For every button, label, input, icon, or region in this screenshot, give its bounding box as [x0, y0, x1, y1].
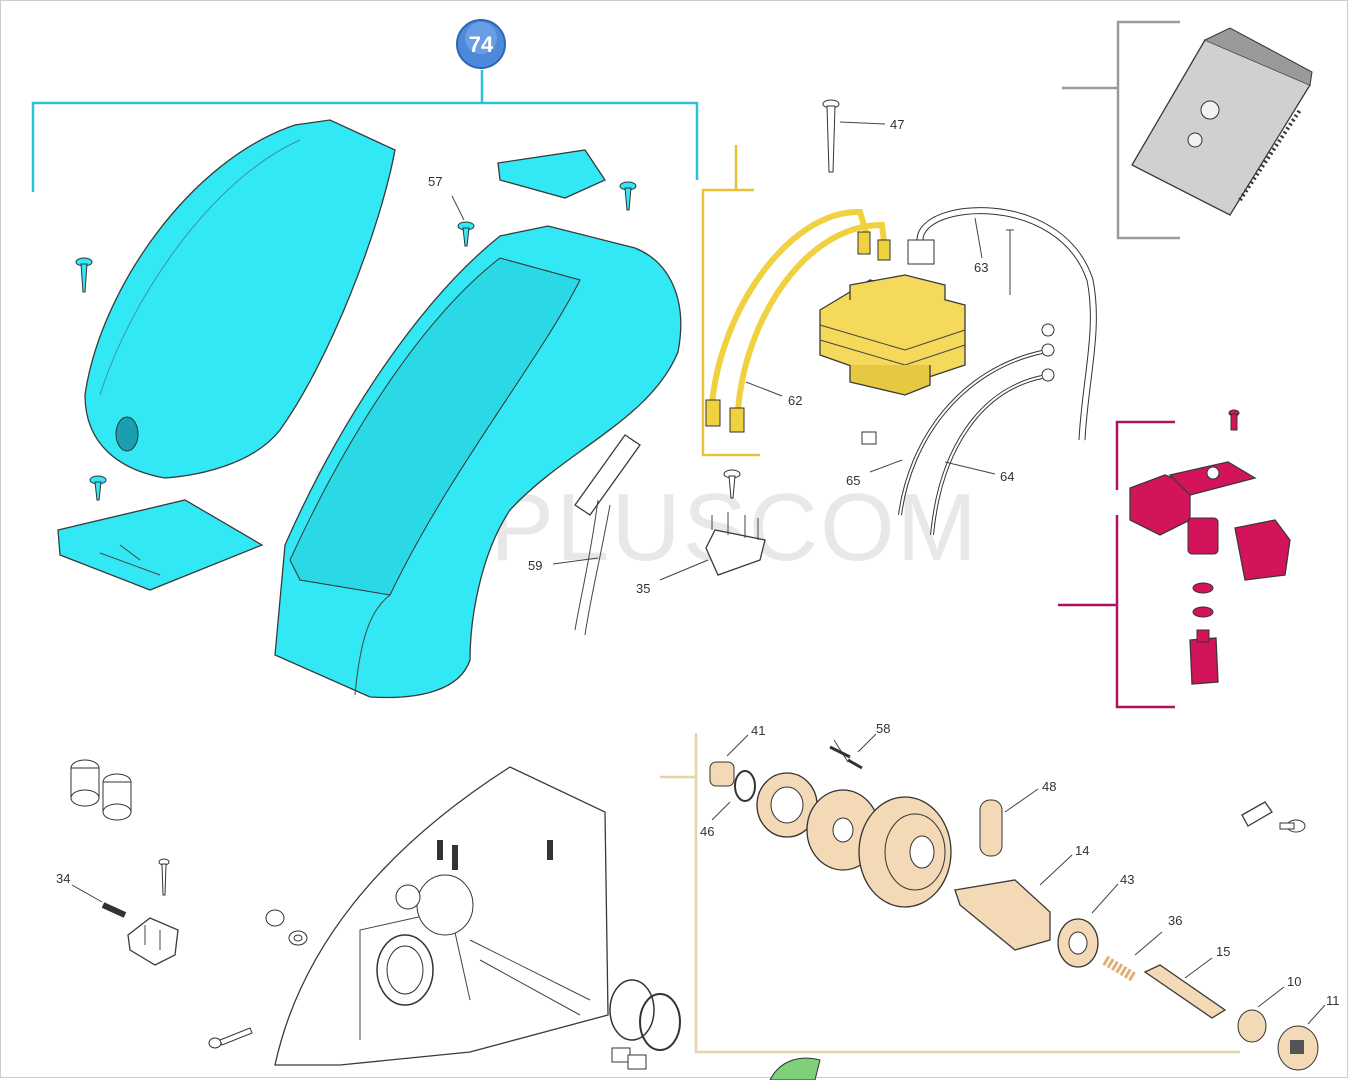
screw-icon: [75, 181, 637, 501]
part-label-62: 62: [788, 393, 802, 408]
screw-icon: [158, 858, 170, 896]
nut-washer-icon: [265, 909, 308, 946]
part-label-58: 58: [876, 721, 890, 736]
bracket-beige: [660, 733, 1240, 1054]
bracket-magenta: [1058, 420, 1175, 709]
part-label-59: 59: [528, 558, 542, 573]
key-part: [979, 799, 1003, 857]
connector-part: [705, 399, 721, 427]
part-label-64: 64: [1000, 469, 1014, 484]
bracket-yellow: [701, 145, 760, 457]
cable-gland-icon: [70, 759, 132, 821]
part-label-63: 63: [974, 260, 988, 275]
fuse-holder-part: [127, 917, 179, 966]
terminal-block-icon: [611, 1047, 647, 1070]
part-label-43: 43: [1120, 872, 1134, 887]
housing-inner: [289, 257, 581, 596]
bushing-part: [709, 761, 735, 787]
spring-part: [1102, 955, 1138, 983]
screw-icon: [208, 1027, 253, 1049]
retaining-ring-part: [734, 770, 756, 802]
tab-plate-part: [497, 149, 606, 199]
part-label-10: 10: [1287, 974, 1301, 989]
ground-wires-part: 65 64: [846, 323, 1055, 536]
shaft-part: [1143, 964, 1227, 1019]
part-label-57: 57: [428, 174, 442, 189]
terminal-strip-part: 59: [528, 434, 641, 636]
part-label-15: 15: [1216, 944, 1230, 959]
pinion-shaft-part: [954, 879, 1051, 951]
nut-part: [1237, 1009, 1267, 1043]
seal-ring-part: [609, 979, 681, 1051]
misc-hardware-group: 34: [56, 759, 821, 1080]
bracket-cyan: [31, 70, 699, 192]
transformer-part: [819, 279, 966, 386]
part-label-65: 65: [846, 473, 860, 488]
part-label-35: 35: [636, 581, 650, 596]
cable-63-part: 63: [907, 207, 1097, 441]
callout-number: 74: [469, 32, 494, 57]
gearbox-group: [274, 766, 609, 1066]
transformer-group: 62: [701, 145, 966, 457]
bracket-gray: [1062, 20, 1180, 240]
part-label-11: 11: [1326, 993, 1340, 1008]
pcb-group: [1062, 20, 1313, 240]
cover-group: 74 57: [31, 19, 699, 699]
rectifier-part: 35: [636, 469, 766, 596]
part-label-36: 36: [1168, 913, 1182, 928]
part-label-41: 41: [751, 723, 765, 738]
cover-hole: [115, 416, 139, 452]
upper-cover-part: [84, 119, 396, 479]
gear-group: 41 46 58 48 14 43: [660, 721, 1340, 1071]
encoder-group: [1058, 409, 1291, 709]
part-label-34: 34: [56, 871, 70, 886]
fuse-icon: 34: [56, 871, 127, 918]
partial-part-edge: [769, 1057, 821, 1080]
part-label-46: 46: [700, 824, 714, 839]
callout-74-icon: 74: [456, 19, 506, 69]
part-label-48: 48: [1042, 779, 1056, 794]
part-label-47: 47: [890, 117, 904, 132]
bolt-icon: 47: [822, 99, 904, 173]
part-label-14: 14: [1075, 843, 1089, 858]
base-plate-part: [57, 499, 264, 591]
